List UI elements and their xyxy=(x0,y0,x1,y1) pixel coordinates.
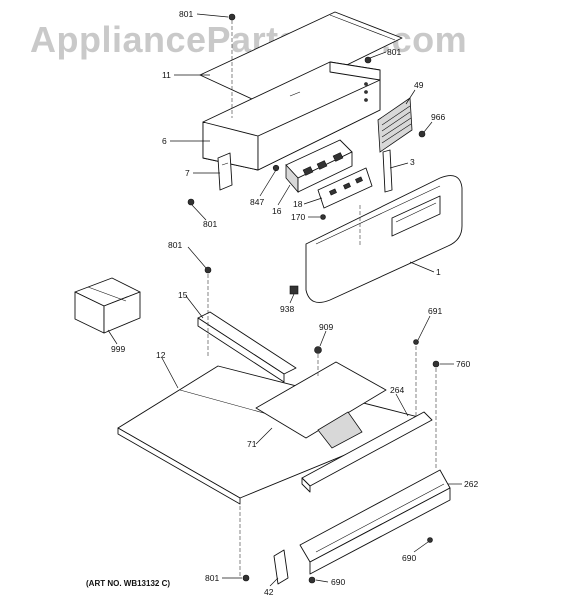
callout-690-right: 690 xyxy=(402,553,416,563)
callout-938: 938 xyxy=(280,304,294,314)
callout-847: 847 xyxy=(250,197,264,207)
callout-262: 262 xyxy=(464,479,478,489)
screw-801-left[interactable] xyxy=(204,266,212,274)
part-15-rail[interactable] xyxy=(197,311,297,383)
callout-170: 170 xyxy=(291,212,305,222)
callout-11: 11 xyxy=(162,70,171,80)
screw-690-right[interactable] xyxy=(427,537,433,543)
part-49-vent-grille[interactable] xyxy=(377,97,413,153)
callout-6: 6 xyxy=(162,136,167,146)
screw-691[interactable] xyxy=(413,339,419,345)
part-262-toe-kick[interactable] xyxy=(299,469,451,575)
screw-801-bottom[interactable] xyxy=(242,574,250,582)
callout-966: 966 xyxy=(431,112,445,122)
part-7-bracket[interactable] xyxy=(217,152,233,191)
callout-801-bottom: 801 xyxy=(205,573,219,583)
screw-966[interactable] xyxy=(418,130,426,138)
part-1-control-panel[interactable] xyxy=(305,175,463,303)
callout-71: 71 xyxy=(247,439,257,449)
callout-760: 760 xyxy=(456,359,470,369)
callout-801-top: 801 xyxy=(179,9,193,19)
callout-49: 49 xyxy=(414,80,424,90)
callout-42: 42 xyxy=(264,587,274,597)
part-11-top-cover[interactable] xyxy=(199,11,403,106)
callout-16: 16 xyxy=(272,206,282,216)
screw-801-upper-right[interactable] xyxy=(364,56,372,64)
part-999-kit-box[interactable] xyxy=(74,277,141,334)
screw-760[interactable] xyxy=(432,360,440,368)
leader-lines xyxy=(107,13,462,587)
part-71-insulation[interactable] xyxy=(255,361,387,449)
part-16-control-board[interactable] xyxy=(285,139,353,194)
callout-801-upper-right: 801 xyxy=(387,47,401,57)
part-264-rail[interactable] xyxy=(301,411,433,493)
callout-labels: 801 801 11 49 966 6 3 7 847 16 18 801 17… xyxy=(111,9,478,597)
callout-909: 909 xyxy=(319,322,333,332)
callout-801-left: 801 xyxy=(168,240,182,250)
screw-847[interactable] xyxy=(272,164,280,172)
callout-999: 999 xyxy=(111,344,125,354)
callout-691: 691 xyxy=(428,306,442,316)
screw-170[interactable] xyxy=(320,214,326,220)
callout-12: 12 xyxy=(156,350,166,360)
callout-264: 264 xyxy=(390,385,404,395)
assembly-lines xyxy=(207,20,437,578)
callout-1: 1 xyxy=(436,267,441,277)
part-3-bracket[interactable] xyxy=(382,149,393,193)
screw-909[interactable] xyxy=(314,346,322,354)
callout-801-mid: 801 xyxy=(203,219,217,229)
art-number: (ART NO. WB13132 C) xyxy=(86,579,170,588)
callout-15: 15 xyxy=(178,290,188,300)
clip-938[interactable] xyxy=(289,285,299,295)
part-42-bracket[interactable] xyxy=(273,549,289,585)
screw-801-top[interactable] xyxy=(228,13,236,21)
callout-3: 3 xyxy=(410,157,415,167)
callout-18: 18 xyxy=(293,199,303,209)
screw-801-mid[interactable] xyxy=(187,198,195,206)
screw-690-bottom[interactable] xyxy=(308,576,316,584)
callout-7: 7 xyxy=(185,168,190,178)
callout-690-bottom: 690 xyxy=(331,577,345,587)
part-18-overlay[interactable] xyxy=(317,167,373,209)
part-6-control-housing[interactable] xyxy=(202,61,381,171)
